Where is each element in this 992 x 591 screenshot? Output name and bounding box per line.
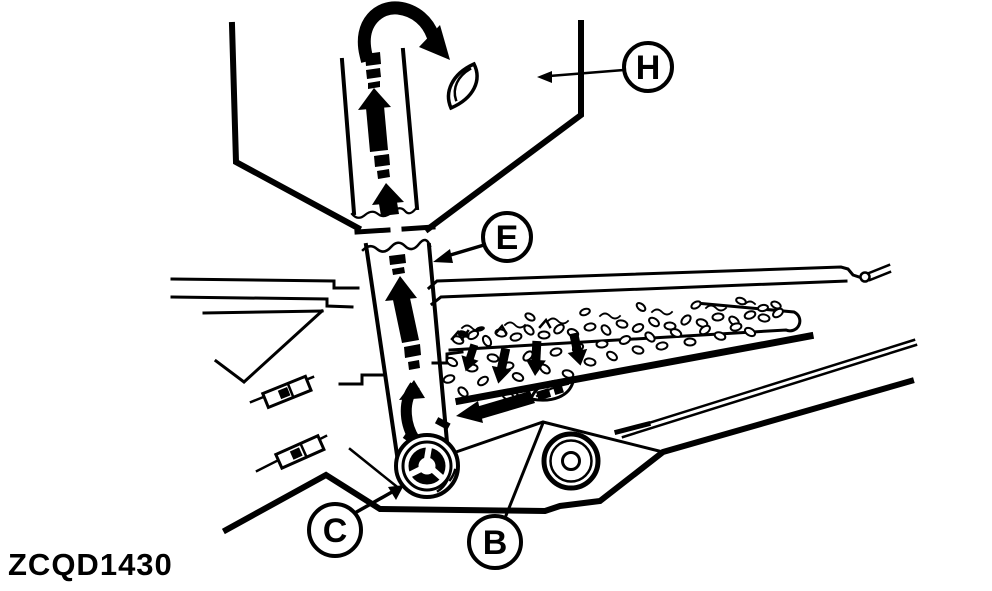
callout-H-circle — [622, 41, 674, 93]
down-arrow-icon — [461, 343, 479, 372]
chaffer-material — [451, 296, 784, 348]
down-arrow-icon — [491, 347, 512, 384]
clean-grain-elevator-upper — [339, 47, 420, 219]
callout-C: C — [307, 485, 404, 558]
elevator-flow-up — [358, 52, 404, 216]
hanger-bracket-upper — [249, 374, 315, 410]
callout-B-label: B — [483, 524, 508, 562]
down-arrow-icon — [525, 340, 546, 376]
callout-E-label: E — [496, 219, 519, 257]
callout-C-arrowhead — [388, 485, 404, 500]
callout-C-arrow — [350, 489, 395, 517]
callout-C-circle — [307, 502, 363, 558]
callout-B-leader — [503, 421, 545, 520]
callout-E-circle — [481, 211, 533, 263]
callout-B: B — [467, 514, 523, 570]
down-arrow-icon — [567, 332, 588, 366]
callout-E-arrowhead — [433, 249, 453, 263]
pivot-pin — [859, 271, 871, 283]
thrown-grain-kernel — [446, 61, 479, 111]
callout-C-label: C — [323, 512, 348, 550]
chaff-clumps — [450, 317, 552, 342]
callout-H: H — [537, 41, 674, 93]
callout-B-circle — [467, 514, 523, 570]
grain-pan-lines-left — [170, 277, 360, 384]
callout-E-arrow — [444, 242, 487, 259]
callout-H-arrow — [547, 68, 626, 78]
elevator-flow-up-lower — [385, 254, 421, 370]
duct-break-wave-upper — [350, 205, 419, 219]
deflector-vee — [213, 308, 325, 384]
chaff-squiggles — [460, 300, 757, 332]
discharge-arc-arrow — [357, 1, 450, 63]
duct-break-wave-lower — [361, 238, 432, 253]
hopper-flange — [354, 224, 436, 235]
elevator-boot-pulley — [394, 433, 460, 499]
callout-E: E — [433, 211, 533, 263]
hanger-bracket-lower — [255, 433, 328, 473]
callout-H-arrowhead — [537, 71, 552, 83]
grain-pan-lines-right — [338, 263, 892, 386]
figure-code: ZCQD1430 — [8, 547, 173, 582]
idler-roller — [541, 431, 601, 491]
clean-grain-elevator-lower — [361, 238, 450, 458]
chaffer — [448, 296, 802, 352]
callout-H-label: H — [636, 49, 661, 87]
sieve-line — [454, 331, 815, 406]
grain-drop-arrows — [461, 332, 588, 384]
return-pan — [613, 338, 918, 439]
grain-tank-outline — [228, 20, 584, 234]
flow-arrow-left — [456, 401, 483, 423]
